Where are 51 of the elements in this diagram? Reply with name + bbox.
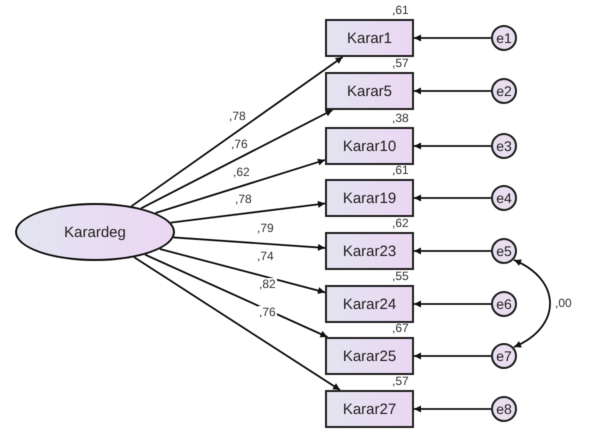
arrow [414, 194, 491, 202]
arrow [414, 248, 491, 254]
arrow [140, 109, 333, 210]
error-term-circle: e7 [491, 343, 517, 369]
error-term-circle: e1 [491, 25, 517, 51]
error-term-circle: e2 [491, 78, 517, 104]
error-term-circle: e5 [491, 238, 517, 264]
arrow [414, 300, 491, 308]
value-label: ,57 [392, 375, 409, 388]
observed-variable-box: Karar1 [325, 19, 414, 57]
edge-label: ,78 [234, 193, 253, 206]
arrow [144, 254, 328, 338]
observed-variable-box: Karar5 [325, 72, 414, 110]
observed-variable-box: Karar24 [325, 285, 414, 323]
arrow [414, 88, 491, 94]
edge-label: ,78 [228, 110, 247, 123]
edge-label: ,79 [256, 222, 275, 235]
value-label: ,61 [392, 4, 409, 17]
observed-variable-box: Karar27 [325, 390, 414, 428]
edge-label: ,76 [230, 138, 249, 151]
error-term-circle: e6 [491, 291, 517, 317]
arrow [131, 56, 344, 207]
value-label: ,61 [392, 164, 409, 177]
arrow [414, 406, 491, 412]
edge-label: ,62 [232, 166, 251, 179]
error-term-circle: e8 [491, 396, 517, 422]
arrow [170, 200, 326, 224]
value-label: ,62 [392, 217, 409, 230]
observed-variable-box: Karar19 [325, 179, 414, 217]
edge-label: ,76 [258, 306, 277, 319]
edge-label: ,82 [258, 278, 277, 291]
value-label: ,38 [392, 112, 409, 125]
arrow [414, 352, 491, 360]
value-label: ,57 [392, 57, 409, 70]
arrow [134, 256, 341, 391]
observed-variable-box: Karar23 [325, 232, 414, 270]
observed-variable-box: Karar10 [325, 127, 414, 165]
latent-variable-ellipse: Karardeg [15, 203, 175, 261]
arrow [514, 259, 551, 348]
value-label: ,55 [392, 270, 409, 283]
arrow [414, 34, 491, 42]
error-term-circle: e4 [491, 185, 517, 211]
value-label: ,67 [392, 322, 409, 335]
error-term-circle: e3 [491, 133, 517, 159]
edge-label: ,74 [256, 250, 275, 263]
arrow [414, 142, 491, 150]
edge-label: ,00 [554, 296, 573, 310]
arrow [160, 248, 326, 294]
observed-variable-box: Karar25 [325, 337, 414, 375]
arrow [155, 158, 326, 214]
arrow [174, 236, 326, 251]
